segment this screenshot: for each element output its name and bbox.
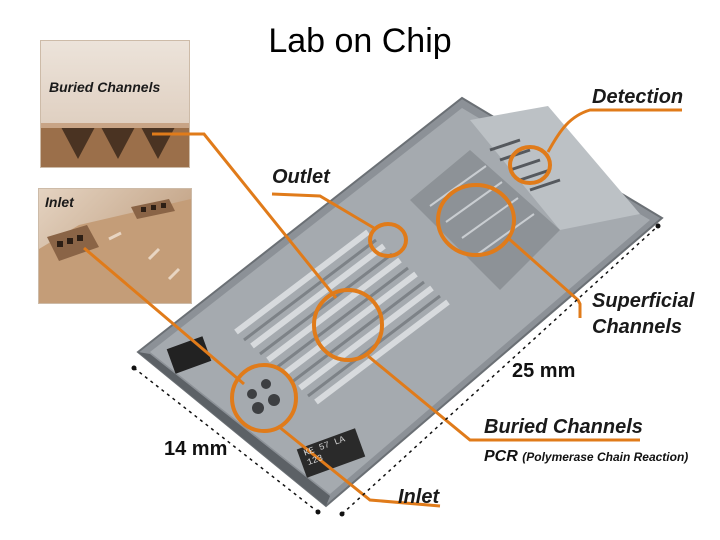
inlet-sem-image bbox=[39, 199, 191, 303]
buried-channels-stripes bbox=[234, 229, 450, 405]
inlet-callout-circle bbox=[230, 363, 298, 433]
buried-channels-cross-section bbox=[41, 123, 189, 167]
inlet-inset-label: Inlet bbox=[45, 194, 74, 210]
superficial-leader bbox=[507, 236, 582, 318]
buried-channels-inset: Buried Channels bbox=[40, 40, 190, 168]
superficial-channels-region bbox=[410, 150, 560, 290]
pcr-label: PCR (Polymerase Chain Reaction) bbox=[484, 448, 688, 466]
inlet-inset-leader bbox=[83, 246, 245, 386]
buried-label-leader bbox=[367, 354, 640, 442]
pcr-label-main: PCR bbox=[484, 448, 518, 465]
outlet-leader bbox=[271, 192, 375, 230]
pcr-label-sub: (Polymerase Chain Reaction) bbox=[522, 450, 689, 464]
buried-channels-callout-circle bbox=[312, 288, 384, 362]
inlet-label: Inlet bbox=[398, 486, 440, 508]
page-title: Lab on Chip bbox=[268, 22, 452, 60]
length-dimension-line bbox=[341, 225, 659, 515]
detection-callout-circle bbox=[508, 145, 552, 185]
outlet-callout-circle bbox=[368, 222, 408, 258]
outlet-label: Outlet bbox=[272, 166, 330, 188]
detection-leader bbox=[546, 108, 682, 153]
length-dimension-label: 25 mm bbox=[512, 360, 576, 382]
buried-channels-inset-label: Buried Channels bbox=[49, 79, 161, 95]
detection-region bbox=[470, 106, 640, 230]
detection-label: Detection bbox=[592, 86, 684, 108]
superficial-channels-label-line2: Channels bbox=[592, 316, 683, 338]
superficial-channels-callout-circle bbox=[436, 183, 516, 257]
inlet-label-leader bbox=[277, 424, 441, 508]
superficial-channels-label-line1: Superficial bbox=[592, 290, 695, 312]
buried-channels-label: Buried Channels bbox=[484, 416, 643, 438]
buried-inset-leader bbox=[152, 132, 338, 299]
width-dimension-label: 14 mm bbox=[164, 438, 228, 460]
inlet-inset: Inlet bbox=[38, 188, 192, 304]
